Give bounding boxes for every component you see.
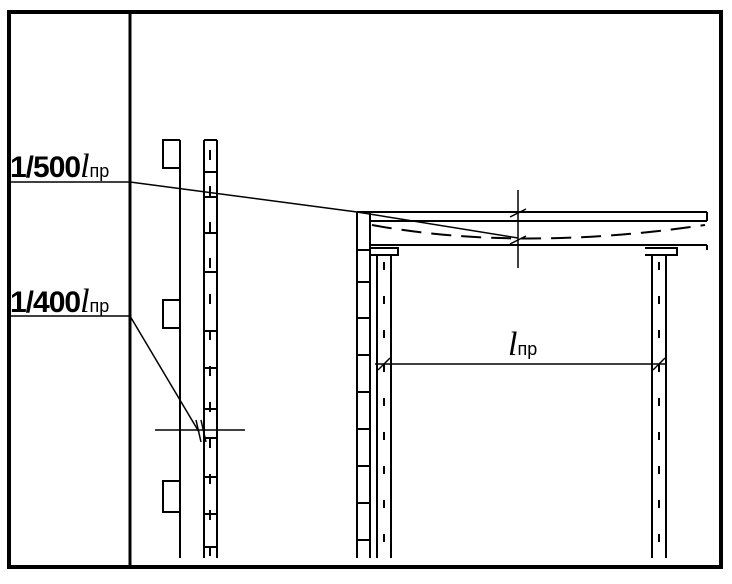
- floor-beam: [357, 211, 708, 250]
- column-deflection-label: 1/500lпр: [10, 150, 109, 184]
- column-deflection-symbol: l: [80, 148, 90, 185]
- beam-deflection-dimension: [10, 181, 527, 268]
- wall-deflection-fraction: 1/400: [10, 286, 81, 319]
- wall-deflection-dimension: [10, 315, 245, 443]
- left-wall: [162, 139, 218, 558]
- beam-deflected-shape: [371, 224, 706, 240]
- wall-deflection-symbol: l: [80, 283, 90, 320]
- span-label: lпр: [508, 328, 537, 362]
- drawing-border: [7, 10, 723, 569]
- right-column-brick-ticks: [357, 249, 370, 541]
- wall-deflection-subscript: пр: [89, 296, 110, 316]
- right-column: [356, 212, 371, 558]
- column-deflection-subscript: пр: [89, 161, 110, 181]
- inner-column-1: [370, 247, 399, 558]
- span-subscript: пр: [517, 339, 538, 359]
- wall-deflection-label: 1/400lпр: [10, 285, 109, 319]
- span-dimension: [375, 357, 666, 371]
- span-symbol: l: [508, 326, 518, 363]
- inner-column-2: [645, 247, 678, 558]
- column-deflection-fraction: 1/500: [10, 151, 81, 184]
